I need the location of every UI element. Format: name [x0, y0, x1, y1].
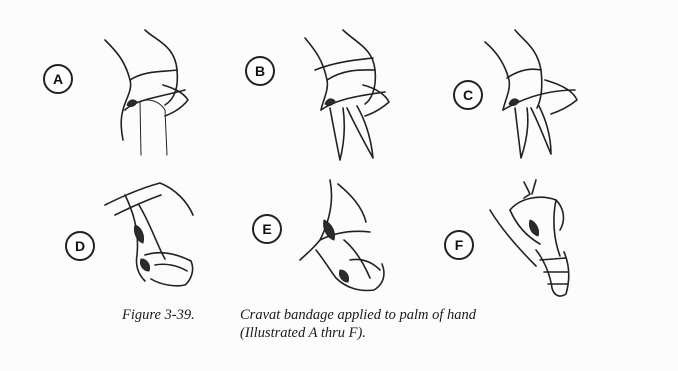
hand-illustration-a: [85, 30, 215, 160]
caption-line-1: Cravat bandage applied to palm of hand: [240, 307, 476, 323]
panel-f: F: [480, 180, 610, 310]
panel-b: B: [285, 30, 415, 160]
panel-e: E: [290, 180, 420, 310]
hand-illustration-c: [475, 30, 605, 160]
hand-illustration-b: [285, 30, 415, 160]
panel-c: C: [475, 30, 605, 160]
panel-a: A: [85, 30, 215, 160]
figure-number: Figure 3-39.: [122, 306, 240, 324]
hand-illustration-d: [95, 175, 225, 305]
hand-illustration-f: [480, 180, 610, 310]
panel-label-c: C: [453, 80, 483, 110]
hand-illustration-e: [290, 180, 420, 310]
panel-label-b: B: [245, 56, 275, 86]
panel-d: D: [95, 175, 225, 305]
caption-line-2: (Illustrated A thru F).: [122, 324, 592, 342]
panel-label-f: F: [444, 230, 474, 260]
panel-label-e: E: [252, 214, 282, 244]
panel-label-d: D: [65, 231, 95, 261]
panel-label-a: A: [43, 64, 73, 94]
figure-caption: Figure 3-39.Cravat bandage applied to pa…: [122, 306, 592, 342]
